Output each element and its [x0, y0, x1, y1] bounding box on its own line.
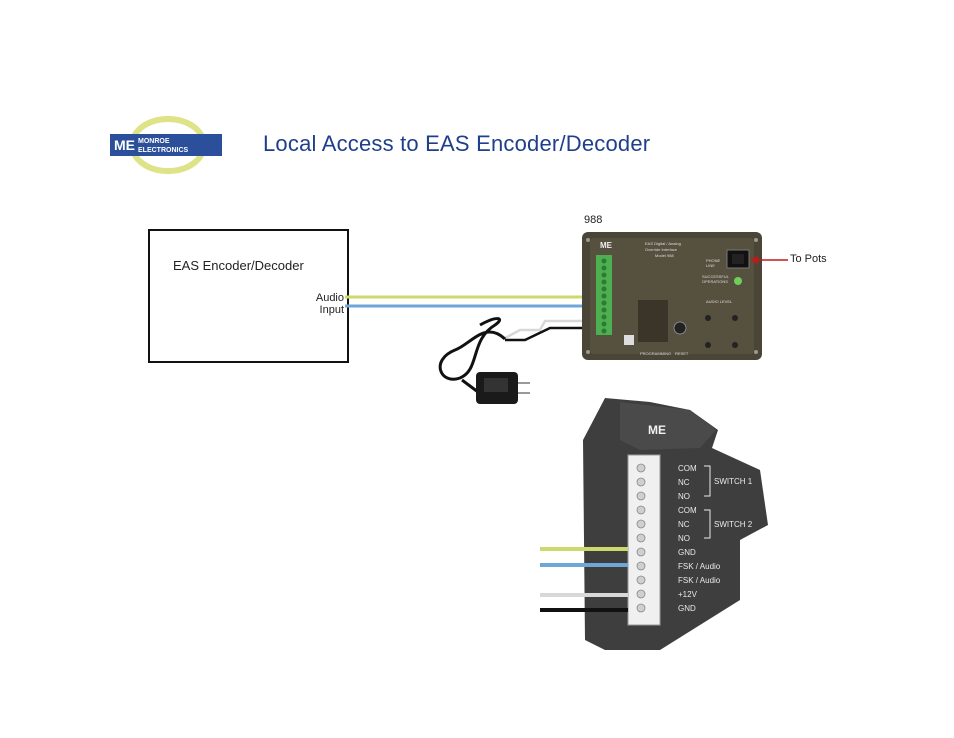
page-title: Local Access to EAS Encoder/Decoder: [263, 131, 651, 156]
svg-text:ELECTRONICS: ELECTRONICS: [138, 147, 189, 154]
svg-text:AUDIO LEVEL: AUDIO LEVEL: [706, 299, 733, 304]
svg-text:MONROE: MONROE: [138, 138, 170, 145]
to-pots-label: To Pots: [790, 253, 827, 265]
terminal-label: COM: [678, 464, 697, 473]
logo: ME MONROE ELECTRONICS: [108, 115, 228, 175]
switch-2-label: SWITCH 2: [714, 520, 753, 529]
svg-text:ME: ME: [114, 137, 135, 153]
status-led: [734, 277, 742, 285]
terminal-label: +12V: [678, 590, 698, 599]
terminal-label: COM: [678, 506, 697, 515]
wire-black: [505, 326, 598, 342]
svg-text:PHONE: PHONE: [706, 258, 721, 263]
encoder-label: EAS Encoder/Decoder: [173, 258, 304, 273]
terminal-label: FSK / Audio: [678, 562, 721, 571]
svg-text:Override Interface: Override Interface: [645, 247, 678, 252]
wire-white: [504, 319, 598, 340]
terminal-label: NC: [678, 478, 690, 487]
svg-text:PROGRAMMING: PROGRAMMING: [640, 351, 671, 356]
svg-text:SUCCESSFUL: SUCCESSFUL: [702, 274, 730, 279]
switch-1-label: SWITCH 1: [714, 477, 753, 486]
terminal-label: GND: [678, 548, 696, 557]
svg-text:OPERATIONS: OPERATIONS: [702, 279, 728, 284]
device-header: EAS Digital / Analog: [645, 241, 681, 246]
terminal-label: NO: [678, 534, 690, 543]
terminal-label: NC: [678, 520, 690, 529]
terminal-label: GND: [678, 604, 696, 613]
terminal-label: NO: [678, 492, 690, 501]
usb-port: [624, 335, 634, 345]
power-cable-coil: [438, 317, 507, 381]
device-988: ME EAS Digital / Analog Override Interfa…: [582, 232, 762, 360]
terminal-label: FSK / Audio: [678, 576, 721, 585]
svg-text:LINE: LINE: [706, 263, 715, 268]
svg-text:Model 988: Model 988: [655, 253, 674, 258]
logo-graphic: ME MONROE ELECTRONICS: [110, 116, 222, 174]
svg-text:ME: ME: [600, 241, 613, 250]
power-adapter: [476, 372, 530, 404]
svg-text:ME: ME: [648, 423, 666, 437]
device-model-label: 988: [584, 214, 603, 226]
svg-text:RESET: RESET: [675, 351, 689, 356]
audio-input-label: Audio Input: [315, 292, 344, 316]
